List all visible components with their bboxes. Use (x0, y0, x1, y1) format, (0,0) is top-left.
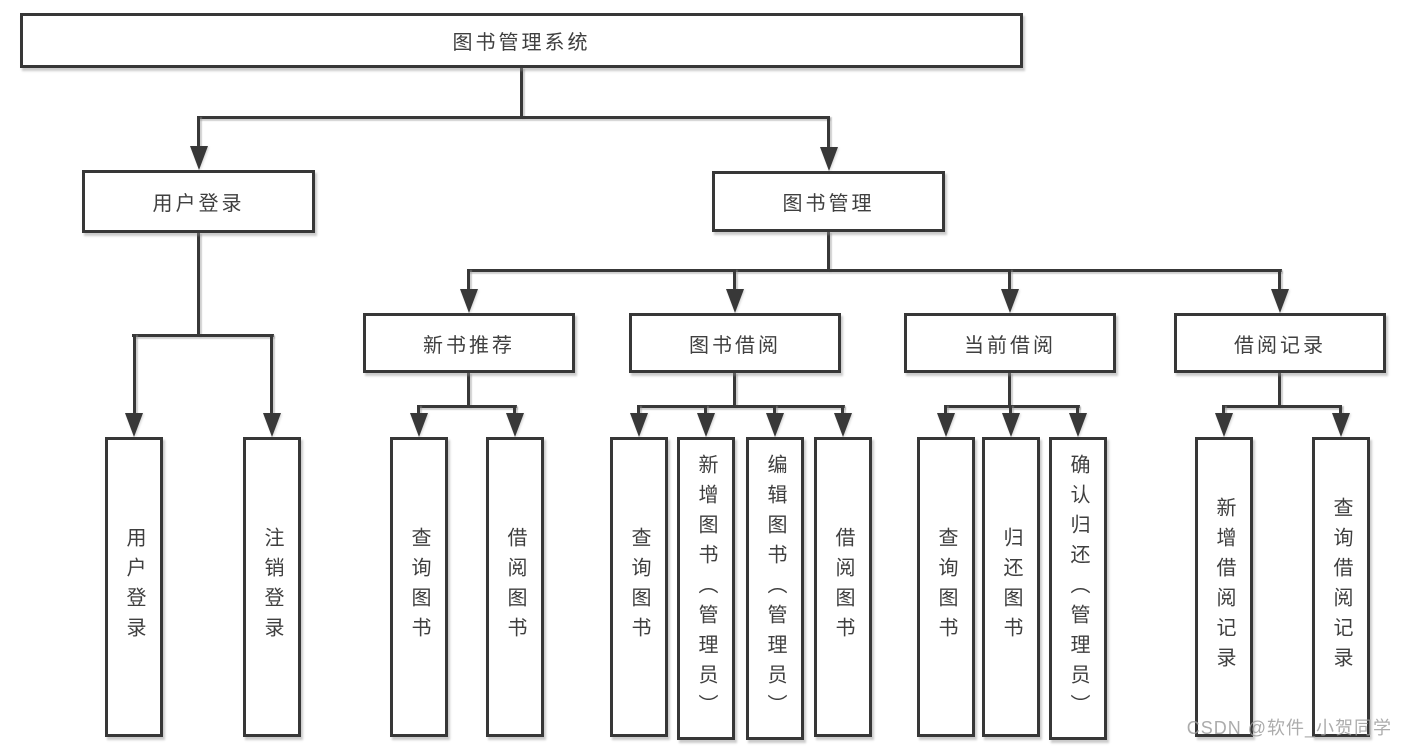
leaf-add-borrow-record: 新增借阅记录 (1195, 437, 1253, 737)
node-label: 用户登录 (152, 193, 245, 215)
node-label: 图书借阅 (689, 334, 781, 357)
arrow-down-icon (460, 289, 478, 313)
connector-stem-book-management (827, 116, 830, 150)
arrow-down-icon (190, 146, 208, 170)
node-label: 注销登录 (261, 527, 283, 647)
node-user-login: 用户登录 (82, 170, 315, 233)
node-label: 借阅图书 (504, 527, 526, 647)
node-borrow-records: 借阅记录 (1174, 313, 1386, 373)
arrow-down-icon (1332, 413, 1350, 437)
node-label: 新书推荐 (423, 334, 515, 357)
leaf-return-books: 归还图书 (982, 437, 1040, 737)
node-label: 借阅图书 (832, 527, 854, 647)
node-label: 查询借阅记录 (1330, 497, 1352, 677)
node-label: 编辑图书（管理员） (764, 453, 786, 724)
node-book-management: 图书管理 (712, 171, 945, 232)
connector-user-login-trunk (197, 233, 200, 336)
connector-borrow-record-bar (1222, 405, 1342, 408)
connector-user-login-bar (132, 334, 274, 337)
arrow-down-icon (697, 413, 715, 437)
node-current-borrow: 当前借阅 (904, 313, 1116, 373)
connector-stem-leaf (1222, 405, 1225, 416)
connector-current-borrow-trunk (1008, 373, 1011, 407)
arrow-down-icon (1001, 289, 1019, 313)
leaf-confirm-return-admin: 确认归还（管理员） (1049, 437, 1107, 740)
arrow-down-icon (937, 413, 955, 437)
arrow-down-icon (410, 413, 428, 437)
arrow-down-icon (1215, 413, 1233, 437)
connector-level3-bar (467, 269, 1282, 272)
connector-stem-leaf (944, 405, 947, 416)
arrow-down-icon (125, 413, 143, 437)
node-root-system: 图书管理系统 (20, 13, 1023, 68)
connector-stem-leaf (513, 405, 516, 416)
node-label: 图书管理系统 (452, 32, 591, 54)
arrow-down-icon (834, 413, 852, 437)
node-label: 确认归还（管理员） (1067, 453, 1089, 724)
connector-stem-leaf (637, 405, 640, 416)
connector-stem-borrow-record (1278, 269, 1281, 292)
leaf-query-books: 查询图书 (390, 437, 448, 737)
node-label: 新增图书（管理员） (695, 453, 717, 724)
node-label: 查询图书 (935, 527, 957, 647)
arrow-down-icon (1271, 289, 1289, 313)
arrow-down-icon (766, 413, 784, 437)
connector-stem-user-login (197, 116, 200, 150)
node-label: 图书管理 (782, 193, 875, 215)
connector-stem-leaf (1009, 405, 1012, 416)
node-label: 借阅记录 (1234, 334, 1326, 357)
connector-current-borrow-bar (944, 405, 1080, 408)
leaf-query-books: 查询图书 (610, 437, 668, 737)
node-new-book-recommend: 新书推荐 (363, 313, 575, 373)
connector-book-borrow-bar (637, 405, 845, 408)
arrow-down-icon (263, 413, 281, 437)
arrow-down-icon (820, 147, 838, 171)
arrow-down-icon (726, 289, 744, 313)
connector-stem-new-book (467, 269, 470, 292)
connector-stem-leaf (1339, 405, 1342, 416)
arrow-down-icon (1069, 413, 1087, 437)
connector-stem-leaf (841, 405, 844, 416)
node-label: 用户登录 (123, 527, 145, 647)
leaf-query-books: 查询图书 (917, 437, 975, 737)
node-label: 查询图书 (628, 527, 650, 647)
connector-stem-leaf (417, 405, 420, 416)
connector-borrow-record-trunk (1278, 373, 1281, 407)
leaf-borrow-books: 借阅图书 (814, 437, 872, 737)
leaf-user-login: 用户登录 (105, 437, 163, 737)
connector-stem-leaf (773, 405, 776, 416)
node-book-borrow: 图书借阅 (629, 313, 841, 373)
connector-stem-leaf (270, 334, 273, 416)
arrow-down-icon (1002, 413, 1020, 437)
node-label: 当前借阅 (964, 334, 1056, 357)
connector-stem-current-borrow (1008, 269, 1011, 292)
node-label: 新增借阅记录 (1213, 497, 1235, 677)
leaf-add-books-admin: 新增图书（管理员） (677, 437, 735, 740)
connector-stem-leaf (1076, 405, 1079, 416)
connector-root-trunk (520, 68, 523, 118)
connector-level1-bar (197, 116, 830, 119)
node-label: 归还图书 (1000, 527, 1022, 647)
leaf-logout: 注销登录 (243, 437, 301, 737)
node-label: 查询图书 (408, 527, 430, 647)
arrow-down-icon (506, 413, 524, 437)
leaf-edit-books-admin: 编辑图书（管理员） (746, 437, 804, 740)
connector-new-book-trunk (467, 373, 470, 407)
csdn-watermark: CSDN @软件_小贺同学 (1186, 718, 1392, 738)
connector-new-book-bar (417, 405, 517, 408)
connector-book-management-trunk (827, 232, 830, 271)
leaf-query-borrow-record: 查询借阅记录 (1312, 437, 1370, 737)
connector-stem-leaf (704, 405, 707, 416)
connector-stem-leaf (133, 334, 136, 416)
arrow-down-icon (630, 413, 648, 437)
connector-book-borrow-trunk (733, 373, 736, 407)
leaf-borrow-books: 借阅图书 (486, 437, 544, 737)
connector-stem-book-borrow (733, 269, 736, 292)
